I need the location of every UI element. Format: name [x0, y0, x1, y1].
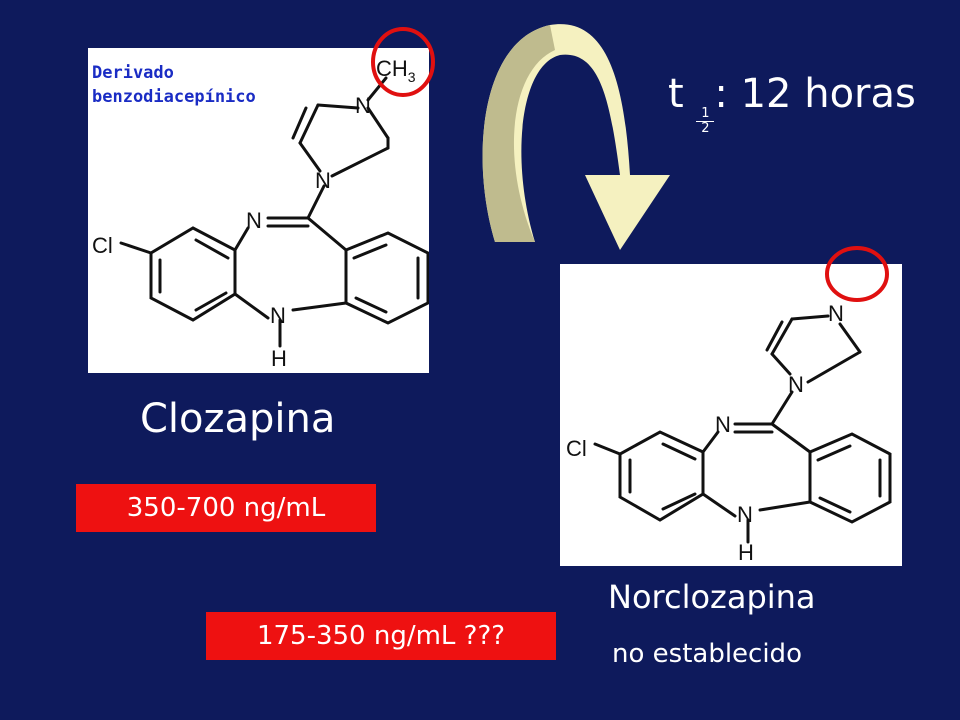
clozapina-structure: CH3 N N N N H Cl	[92, 56, 430, 371]
atom-n-amine: N	[270, 303, 286, 328]
half-life-label: t 1 2 : 12 horas	[668, 70, 916, 136]
atom-n-top-right: N	[828, 301, 844, 326]
clozapina-title: Clozapina	[140, 396, 336, 442]
atom-cl: Cl	[92, 233, 113, 258]
atom-n-amine-right: N	[737, 502, 753, 527]
atom-n-piperazine-right: N	[788, 372, 804, 397]
atom-n-top: N	[355, 93, 371, 118]
ch3-label: CH3	[376, 56, 416, 85]
half-life-t: t	[668, 71, 684, 117]
half-life-fraction: 1 2	[696, 107, 715, 136]
norclozapina-structure-box: N N N N H Cl	[560, 264, 902, 566]
clozapina-structure-box: CH3 N N N N H Cl Derivado benzodiacepíni…	[88, 48, 430, 373]
metabolism-arrow	[482, 24, 670, 251]
clozapina-range-box: 350-700 ng/mL	[76, 484, 376, 532]
atom-n-imine: N	[246, 208, 262, 233]
atom-h-right: H	[738, 540, 754, 565]
norclozapina-range-box: 175-350 ng/mL ???	[206, 612, 556, 660]
highlight-circle-ch3	[371, 27, 435, 97]
atom-cl-right: Cl	[566, 436, 587, 461]
atom-n-imine-right: N	[715, 412, 731, 437]
no-establecido-label: no establecido	[612, 639, 802, 669]
norclozapina-title: Norclozapina	[608, 578, 816, 616]
half-life-value: : 12 horas	[714, 71, 916, 117]
atom-n-piperazine: N	[315, 168, 331, 193]
atom-h: H	[271, 346, 287, 371]
highlight-circle-missing-methyl	[825, 246, 889, 302]
annotation-derivado: Derivado	[92, 63, 174, 83]
norclozapina-structure: N N N N H Cl	[566, 301, 892, 565]
annotation-benzodiacepinico: benzodiacepínico	[92, 87, 256, 107]
